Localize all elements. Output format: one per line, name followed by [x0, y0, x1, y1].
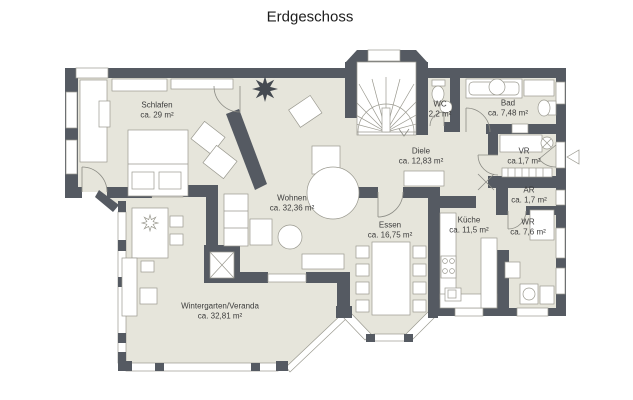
double-swing-door-icon [477, 173, 495, 191]
furniture-bad [465, 78, 557, 134]
furniture-diele [403, 170, 445, 187]
washbasin [439, 100, 453, 114]
toilet [431, 85, 445, 103]
radiator [452, 100, 460, 114]
washbasin [488, 78, 506, 96]
windows [65, 49, 566, 317]
staircase [356, 61, 417, 137]
furniture-kueche [439, 212, 498, 309]
sofa [223, 193, 249, 247]
chevron-down-icon [398, 128, 410, 137]
table [131, 207, 169, 259]
furniture-schlafen [79, 78, 238, 197]
doormat [501, 167, 553, 178]
toilet [537, 99, 551, 117]
furniture-wohnen [209, 94, 360, 279]
furniture-wintergarten [121, 207, 184, 317]
entrance-arrow-icon [566, 149, 580, 165]
furniture-essen [355, 241, 427, 316]
doors [81, 85, 557, 230]
dining-table [371, 241, 411, 316]
icons [252, 76, 580, 165]
washing-machine [519, 283, 539, 305]
furniture-wc [431, 79, 460, 114]
furniture-wr [504, 209, 555, 305]
furniture-vr [499, 134, 554, 178]
plant-icon [140, 213, 160, 233]
page-title: Erdgeschoss [266, 8, 354, 26]
stove [440, 255, 457, 279]
